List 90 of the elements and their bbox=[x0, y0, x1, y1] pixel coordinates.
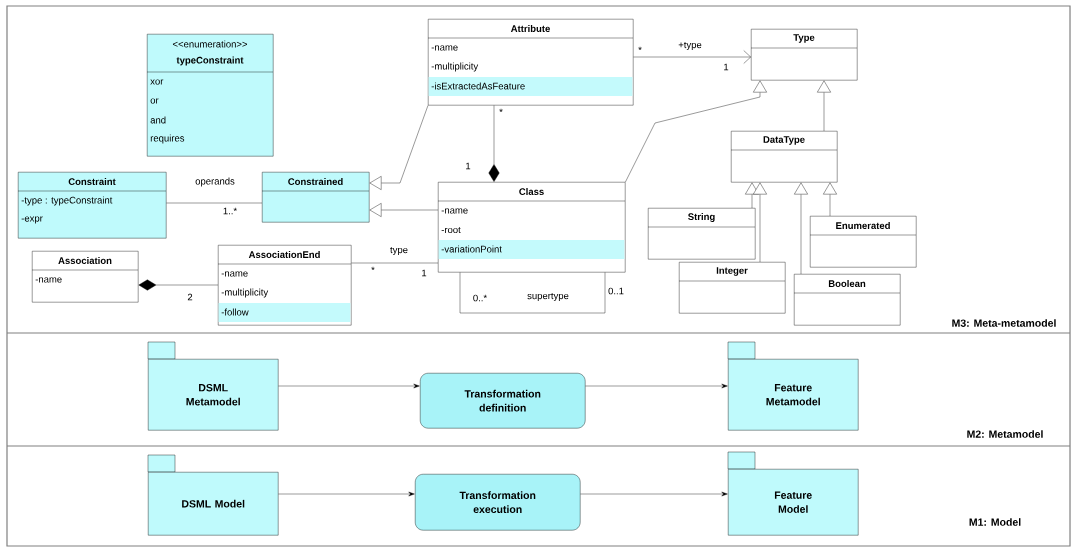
association-line bbox=[351, 262, 439, 264]
class-name: Constrained bbox=[288, 178, 343, 185]
multiplicity-label: 1 bbox=[466, 162, 471, 170]
edge-label: supertype bbox=[526, 291, 570, 303]
box-label: Transformation execution bbox=[459, 491, 536, 514]
multiplicity-label: 1 bbox=[422, 269, 427, 277]
generalization-arrow bbox=[369, 203, 439, 217]
attribute-text: -name bbox=[431, 45, 458, 51]
multiplicity-label: 0..* bbox=[473, 294, 487, 302]
class-name: Constraint bbox=[68, 178, 116, 185]
attribute-text: -expr bbox=[21, 216, 43, 224]
attribute-text: -variationPoint bbox=[441, 245, 502, 253]
class-box bbox=[17, 172, 167, 239]
multiplicity-label: * bbox=[638, 46, 642, 51]
arrow bbox=[278, 383, 420, 389]
multiplicity-label: * bbox=[371, 266, 375, 271]
attribute-text: requires bbox=[150, 134, 185, 144]
generalization-arrow bbox=[625, 80, 767, 183]
attribute-text: -name bbox=[221, 271, 248, 277]
level-label: M3: Meta-metamodel bbox=[952, 319, 1056, 327]
arrow bbox=[585, 383, 728, 389]
generalization-arrow bbox=[823, 182, 837, 217]
box-label: Feature Model bbox=[774, 491, 812, 513]
multiplicity-label: 2 bbox=[187, 293, 193, 301]
edge-label: operands bbox=[194, 176, 236, 188]
generalization-arrow bbox=[369, 105, 429, 190]
class-box bbox=[437, 182, 626, 273]
generalization-arrow bbox=[794, 182, 808, 275]
box-label: DSML Model bbox=[182, 499, 245, 508]
class-name: AssociationEnd bbox=[248, 251, 320, 258]
multiplicity-label: 1 bbox=[724, 63, 729, 71]
class-name: Boolean bbox=[828, 280, 866, 287]
edge-label: type bbox=[389, 245, 409, 257]
association-arrow bbox=[633, 50, 751, 64]
class-box bbox=[146, 34, 274, 157]
class-box bbox=[647, 208, 756, 260]
edge-label: +type bbox=[677, 40, 703, 52]
arrow bbox=[580, 491, 728, 497]
attribute-text: and bbox=[150, 116, 166, 124]
package-box bbox=[147, 454, 279, 536]
class-box bbox=[31, 251, 139, 303]
class-box bbox=[678, 262, 786, 314]
level-label: M1: Model bbox=[969, 518, 1021, 526]
attribute-text: -name bbox=[35, 277, 62, 283]
class-name: Attribute bbox=[510, 25, 550, 32]
class-name: Association bbox=[58, 257, 112, 264]
class-name: Class bbox=[519, 188, 544, 195]
attribute-text: -name bbox=[441, 208, 468, 214]
attribute-text: -root bbox=[441, 226, 461, 234]
class-box bbox=[793, 274, 901, 326]
class-box bbox=[730, 131, 838, 183]
class-name: typeConstraint bbox=[176, 56, 244, 66]
generalization-arrow bbox=[745, 182, 759, 209]
composition-line bbox=[488, 105, 500, 182]
class-box bbox=[427, 19, 634, 106]
package-box bbox=[727, 451, 859, 536]
attribute-text: or bbox=[150, 98, 159, 104]
process-box bbox=[415, 474, 581, 531]
attribute-text: -follow bbox=[221, 308, 249, 316]
composition-line bbox=[138, 279, 219, 291]
class-box bbox=[750, 29, 858, 81]
multiplicity-label: 0..1 bbox=[608, 287, 624, 295]
package-box bbox=[727, 341, 859, 431]
box-label: Transformation definition bbox=[464, 389, 541, 412]
generalization-arrow bbox=[753, 182, 767, 263]
class-box bbox=[261, 172, 370, 223]
class-name: Integer bbox=[716, 267, 748, 276]
process-box bbox=[420, 373, 586, 429]
attribute-text: -multiplicity bbox=[431, 62, 479, 72]
association-line bbox=[166, 202, 263, 204]
attribute-text: -multiplicity bbox=[221, 288, 269, 298]
class-name: String bbox=[688, 213, 715, 222]
multiplicity-label: 1..* bbox=[223, 207, 237, 215]
attribute-text: xor bbox=[150, 79, 164, 85]
box-label: DSML Metamodel bbox=[186, 384, 240, 406]
attribute-text: -type : typeConstraint bbox=[21, 196, 113, 206]
level-label: M2: Metamodel bbox=[967, 430, 1043, 438]
class-name: Type bbox=[793, 34, 815, 43]
attribute-text: -isExtractedAsFeature bbox=[431, 82, 525, 90]
stereotype-label: <<enumeration>> bbox=[172, 40, 248, 48]
association-line bbox=[459, 272, 606, 314]
package-box bbox=[147, 341, 279, 431]
arrow bbox=[278, 491, 415, 497]
class-box bbox=[809, 216, 917, 268]
generalization-arrow bbox=[817, 80, 831, 132]
class-box bbox=[217, 245, 352, 326]
class-name: Enumerated bbox=[836, 222, 890, 229]
class-name: DataType bbox=[763, 136, 805, 145]
multiplicity-label: * bbox=[499, 108, 503, 113]
box-label: Feature Metamodel bbox=[766, 384, 820, 406]
